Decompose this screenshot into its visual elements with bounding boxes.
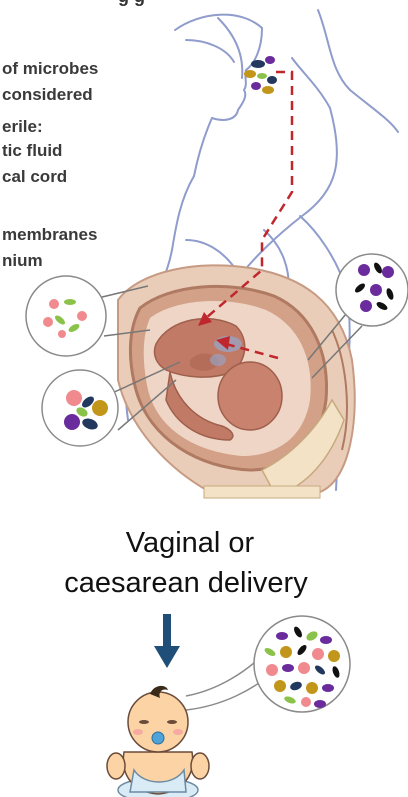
uterus-cross-section [118, 265, 355, 498]
mouth-microbes [244, 56, 277, 94]
baby [107, 652, 278, 797]
infant-microbes-bubble [254, 616, 350, 712]
left-label-line-6: membranes [2, 224, 97, 245]
left-label-line-1: of microbes [2, 58, 98, 79]
left-label-line-4: tic fluid [2, 140, 62, 161]
left-label-line-2: considered [2, 84, 93, 105]
delivery-title-line-2: caesarean delivery [0, 566, 390, 600]
down-arrow [154, 614, 180, 668]
left-label-line-7: nium [2, 250, 43, 271]
left-label-line-3: erile: [2, 116, 43, 137]
delivery-title-line-1: Vaginal or [0, 526, 394, 560]
top-cropped-text: g g [118, 0, 145, 7]
left-label-line-5: cal cord [2, 166, 67, 187]
